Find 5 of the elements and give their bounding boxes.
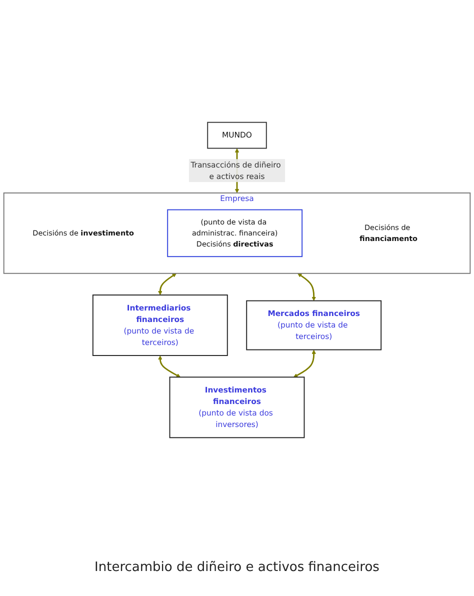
arrow [158,273,176,296]
arrow [158,356,181,378]
arrow [293,350,316,378]
arrow [298,273,316,301]
note-text: Intercambio de diñeiro e activos financeiros [94,560,380,575]
